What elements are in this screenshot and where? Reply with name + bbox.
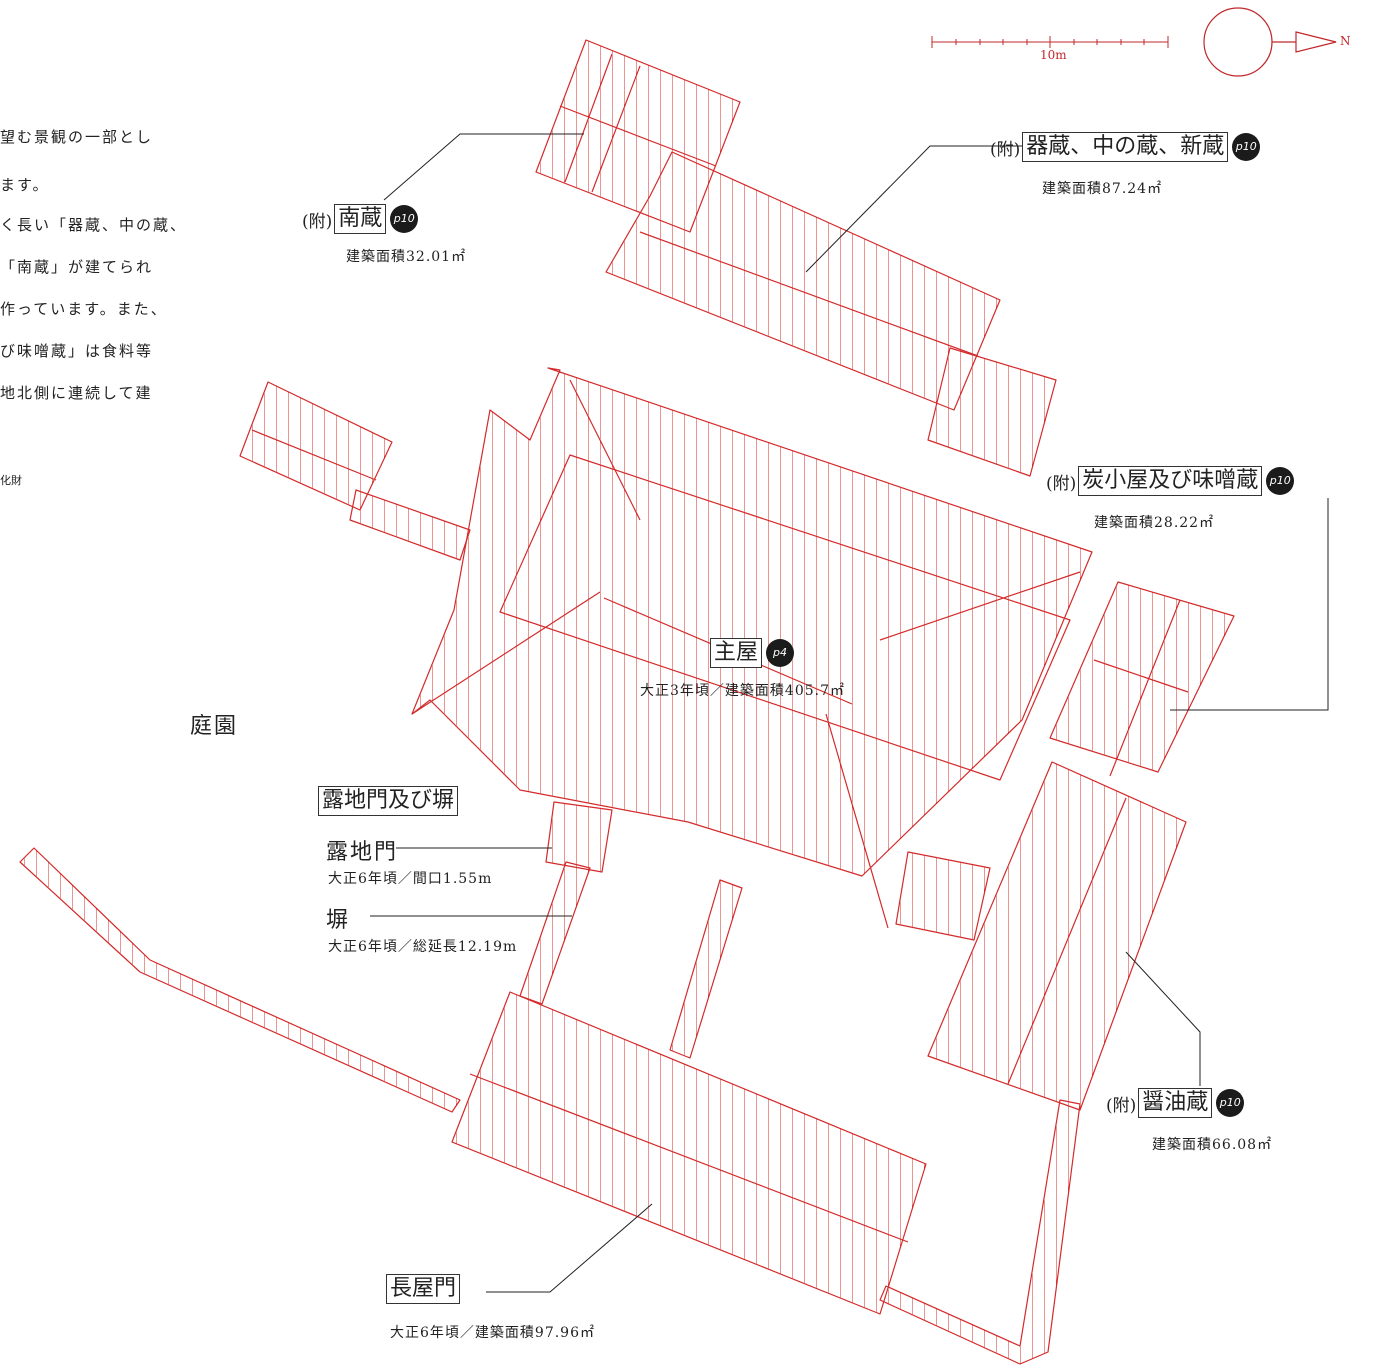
label-shoyugura: (附) 醤油蔵 p10 <box>1106 1088 1245 1118</box>
garden-label: 庭園 <box>190 714 239 739</box>
label-sumigoya: (附) 炭小屋及び味噌蔵 p10 <box>1046 466 1295 496</box>
name-nagayamon: 長屋門 <box>386 1274 461 1304</box>
area-omoya: 大正3年頃／建築面積405.7㎡ <box>640 683 845 699</box>
label-utsuwagura: (附) 器蔵、中の蔵、新蔵 p10 <box>990 132 1261 162</box>
north-arrow-icon <box>1203 7 1337 77</box>
page-badge-shoyugura[interactable]: p10 <box>1216 1089 1245 1117</box>
fu-prefix: (附) <box>302 211 333 232</box>
name-nangura: 南蔵 <box>334 204 387 234</box>
name-sumigoya: 炭小屋及び味噌蔵 <box>1078 466 1263 496</box>
fu-prefix: (附) <box>990 139 1021 160</box>
label-nagayamon: 長屋門 <box>386 1274 461 1304</box>
wall-west <box>19 847 461 1113</box>
wall-hei <box>519 861 591 1005</box>
scale-bar <box>931 36 1169 48</box>
area-utsuwagura: 建築面積87.24㎡ <box>1042 181 1163 197</box>
leader-utsuwa <box>805 145 1044 273</box>
roof-nagayamon <box>451 991 927 1315</box>
intro-line: び味噌蔵」は食料等 <box>0 342 154 360</box>
roof-annex-east <box>927 347 1057 477</box>
name-omoya: 主屋 <box>710 638 763 668</box>
roof-rojimon <box>545 801 613 873</box>
intro-line: ます。 <box>0 176 50 194</box>
area-shoyugura: 建築面積66.08㎡ <box>1152 1137 1273 1153</box>
name-roji-group: 露地門及び塀 <box>318 786 459 816</box>
roof-west-wing <box>239 381 393 511</box>
intro-line: く長い「器蔵、中の蔵、 <box>0 216 188 234</box>
page-badge-nangura[interactable]: p10 <box>390 205 419 233</box>
label-nangura: (附) 南蔵 p10 <box>302 204 419 234</box>
north-label: N <box>1340 34 1351 48</box>
intro-line: 望む景観の一部とし <box>0 128 154 146</box>
roof-west-link <box>349 489 471 561</box>
roof-sumigoya <box>1049 581 1235 773</box>
intro-footnote: 化財 <box>0 474 22 487</box>
intro-line: 地北側に連続して建 <box>0 384 153 402</box>
wall-east <box>879 1099 1081 1365</box>
roof-shoyu-link <box>895 851 991 941</box>
area-sumigoya: 建築面積28.22㎡ <box>1094 515 1215 531</box>
label-roji-group: 露地門及び塀 <box>318 786 459 816</box>
roof-shoyugura <box>927 761 1187 1111</box>
roof-utsuwagura <box>605 151 1001 411</box>
leader-sumigoya <box>1170 498 1329 711</box>
name-hei: 塀 <box>326 908 351 933</box>
roof-omoya-core <box>499 454 1071 781</box>
fu-prefix: (附) <box>1106 1095 1137 1116</box>
fu-prefix: (附) <box>1046 473 1077 494</box>
page-badge-utsuwagura[interactable]: p10 <box>1232 133 1261 161</box>
name-utsuwagura: 器蔵、中の蔵、新蔵 <box>1022 132 1229 162</box>
name-rojimon: 露地門 <box>326 840 399 865</box>
label-omoya: 主屋 p4 <box>710 638 795 668</box>
area-nagayamon: 大正6年頃／建築面積97.96㎡ <box>390 1325 595 1341</box>
page-badge-omoya[interactable]: p4 <box>766 639 795 667</box>
area-nangura: 建築面積32.01㎡ <box>346 249 467 265</box>
area-hei: 大正6年頃／総延長12.19m <box>328 939 518 955</box>
name-shoyugura: 醤油蔵 <box>1138 1088 1213 1118</box>
area-rojimon: 大正6年頃／間口1.55m <box>328 871 493 887</box>
roof-omoya <box>411 367 1093 877</box>
intro-line: 「南蔵」が建てられ <box>0 258 154 276</box>
page-badge-sumigoya[interactable]: p10 <box>1266 467 1295 495</box>
leader-shoyu <box>1125 951 1201 1086</box>
leader-nangura <box>383 133 584 201</box>
inner-path <box>669 879 743 1059</box>
intro-line: 作っています。また、 <box>0 300 168 318</box>
scale-label: 10m <box>1040 48 1067 62</box>
leader-nagayamon <box>486 1203 653 1293</box>
